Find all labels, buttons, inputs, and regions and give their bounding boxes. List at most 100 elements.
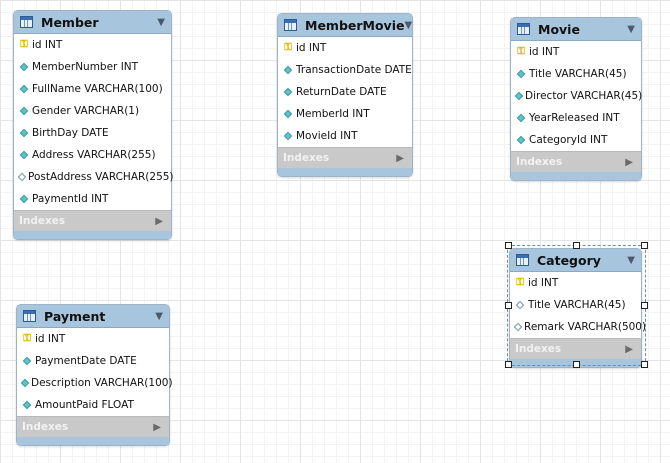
diamond-shape [514, 91, 524, 101]
member-table-header[interactable]: Member ▼ [14, 11, 171, 34]
column-row[interactable]: MemberId INT [278, 103, 412, 125]
indexes-section[interactable]: Indexes ▶ [14, 210, 171, 231]
diamond-shape [17, 172, 27, 182]
column-row[interactable]: ⚿id INT [17, 328, 169, 350]
column-row[interactable]: ⚿id INT [510, 272, 641, 294]
diamond-shape [19, 62, 29, 72]
nullable-diamond-icon [17, 172, 27, 182]
diamond-shape [283, 87, 293, 97]
column-row[interactable]: PaymentDate DATE [17, 350, 169, 372]
column-diamond-icon [19, 150, 29, 160]
key-glyph: ⚿ [284, 42, 292, 53]
column-label: ReturnDate DATE [296, 86, 387, 98]
indexes-label: Indexes [283, 152, 330, 164]
resize-handle-bottom-right[interactable] [641, 361, 648, 368]
chevron-down-icon[interactable]: ▼ [155, 310, 163, 322]
table-icon [284, 19, 297, 31]
key-icon: ⚿ [515, 278, 525, 288]
column-label: Gender VARCHAR(1) [32, 105, 140, 117]
indexes-section[interactable]: Indexes ▶ [510, 338, 641, 359]
column-label: id INT [35, 333, 66, 345]
resize-handle-middle-right[interactable] [641, 302, 648, 309]
chevron-down-icon[interactable]: ▼ [627, 254, 635, 266]
table-title: Payment [44, 308, 106, 324]
column-row[interactable]: Gender VARCHAR(1) [14, 100, 171, 122]
key-glyph: ⚿ [517, 46, 525, 57]
column-row[interactable]: ⚿ id INT [278, 37, 412, 59]
column-row[interactable]: Director VARCHAR(45) [511, 85, 643, 107]
nullable-diamond-icon [515, 300, 525, 310]
column-row[interactable]: Description VARCHAR(100) [17, 372, 173, 394]
resize-handle-top-right[interactable] [641, 242, 648, 249]
column-label: PaymentDate DATE [35, 355, 137, 367]
column-row[interactable]: AmountPaid FLOAT [17, 394, 169, 416]
column-label: Director VARCHAR(45) [525, 90, 643, 102]
column-label: Description VARCHAR(100) [31, 377, 173, 389]
column-label: Title VARCHAR(45) [528, 299, 626, 311]
table-footer [511, 172, 641, 180]
column-diamond-icon [20, 378, 30, 388]
triangle-right-icon[interactable]: ▶ [153, 421, 161, 433]
column-row[interactable]: ReturnDate DATE [278, 81, 412, 103]
column-row[interactable]: MovieId INT [278, 125, 412, 147]
resize-handle-middle-left[interactable] [505, 302, 512, 309]
column-list: ⚿id INT Title VARCHAR(45) Remark VARCHAR(5… [510, 272, 646, 338]
indexes-label: Indexes [22, 421, 69, 433]
diamond-shape [515, 300, 525, 310]
column-label: PostAddress VARCHAR(255) [28, 171, 174, 183]
chevron-down-icon[interactable]: ▼ [627, 23, 635, 35]
diamond-shape [19, 106, 29, 116]
triangle-right-icon[interactable]: ▶ [396, 152, 404, 164]
column-label: CategoryId INT [529, 134, 608, 146]
triangle-right-icon[interactable]: ▶ [155, 215, 163, 227]
resize-handle-top-middle[interactable] [573, 242, 580, 249]
column-row[interactable]: Remark VARCHAR(500) [510, 316, 646, 338]
resize-handle-bottom-left[interactable] [505, 361, 512, 368]
column-label: PaymentId INT [32, 193, 109, 205]
indexes-section[interactable]: Indexes ▶ [511, 151, 641, 172]
key-glyph: ⚿ [20, 39, 28, 50]
chevron-down-icon[interactable]: ▼ [404, 19, 413, 31]
table-footer [17, 437, 169, 445]
diamond-shape [20, 378, 30, 388]
column-row[interactable]: Title VARCHAR(45) [510, 294, 641, 316]
triangle-right-icon[interactable]: ▶ [625, 343, 633, 355]
column-diamond-icon [516, 135, 526, 145]
column-diamond-icon [283, 87, 293, 97]
movie-table-header[interactable]: Movie ▼ [511, 18, 641, 41]
column-row[interactable]: MemberNumber INT [14, 56, 171, 78]
column-row[interactable]: PostAddress VARCHAR(255) [14, 166, 174, 188]
column-row[interactable]: BirthDay DATE [14, 122, 171, 144]
indexes-label: Indexes [19, 215, 66, 227]
column-row[interactable]: Title VARCHAR(45) [511, 63, 641, 85]
indexes-section[interactable]: Indexes ▶ [17, 416, 169, 437]
column-row[interactable]: ⚿id INT [14, 34, 171, 56]
triangle-right-icon[interactable]: ▶ [625, 156, 633, 168]
category-table[interactable]: Category ▼ ⚿id INT Title VARCHAR(45) Remar… [509, 248, 646, 368]
category-table-header[interactable]: Category ▼ [510, 249, 641, 272]
column-row[interactable]: TransactionDate DATE [278, 59, 412, 81]
membermovie-table[interactable]: MemberMovie ▼ ⚿ id INT TransactionDate DAT… [277, 13, 413, 177]
membermovie-table-header[interactable]: MemberMovie ▼ [278, 14, 412, 37]
column-row[interactable]: PaymentId INT [14, 188, 171, 210]
column-label: BirthDay DATE [32, 127, 109, 139]
nullable-diamond-icon [513, 322, 523, 332]
resize-handle-top-left[interactable] [505, 242, 512, 249]
column-row[interactable]: FullName VARCHAR(100) [14, 78, 171, 100]
column-label: id INT [296, 42, 327, 54]
column-row[interactable]: CategoryId INT [511, 129, 641, 151]
indexes-section[interactable]: Indexes ▶ [278, 147, 412, 168]
column-row[interactable]: ⚿id INT [511, 41, 641, 63]
column-row[interactable]: YearReleased INT [511, 107, 641, 129]
column-label: YearReleased INT [529, 112, 620, 124]
resize-handle-bottom-middle[interactable] [573, 361, 580, 368]
column-list: ⚿id INT PaymentDate DATE Description VARCH… [17, 328, 173, 416]
diamond-shape [19, 194, 29, 204]
payment-table[interactable]: Payment ▼ ⚿id INT PaymentDate DATE Descrip… [16, 304, 173, 446]
chevron-down-icon[interactable]: ▼ [157, 16, 165, 28]
payment-table-header[interactable]: Payment ▼ [17, 305, 169, 328]
column-row[interactable]: Address VARCHAR(255) [14, 144, 171, 166]
